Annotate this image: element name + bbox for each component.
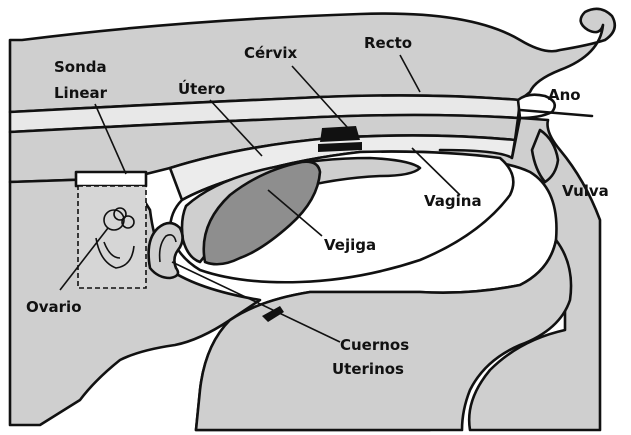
label-sonda-2: Linear — [54, 84, 108, 102]
label-cuernos-2: Uterinos — [332, 360, 404, 378]
label-cervix: Cérvix — [244, 44, 297, 62]
label-utero: Útero — [178, 79, 225, 98]
label-cuernos-1: Cuernos — [340, 336, 409, 354]
ultrasound-field — [78, 186, 146, 288]
label-ovario: Ovario — [26, 298, 82, 316]
linear-probe — [76, 172, 146, 186]
label-sonda-1: Sonda — [54, 58, 107, 76]
label-vulva: Vulva — [562, 182, 609, 200]
label-recto: Recto — [364, 34, 412, 52]
label-vagina: Vagina — [424, 192, 482, 210]
label-vejiga: Vejiga — [324, 236, 376, 254]
cervix-mark — [320, 126, 360, 142]
uterine-horns — [149, 223, 183, 278]
label-ano: Ano — [548, 86, 581, 104]
